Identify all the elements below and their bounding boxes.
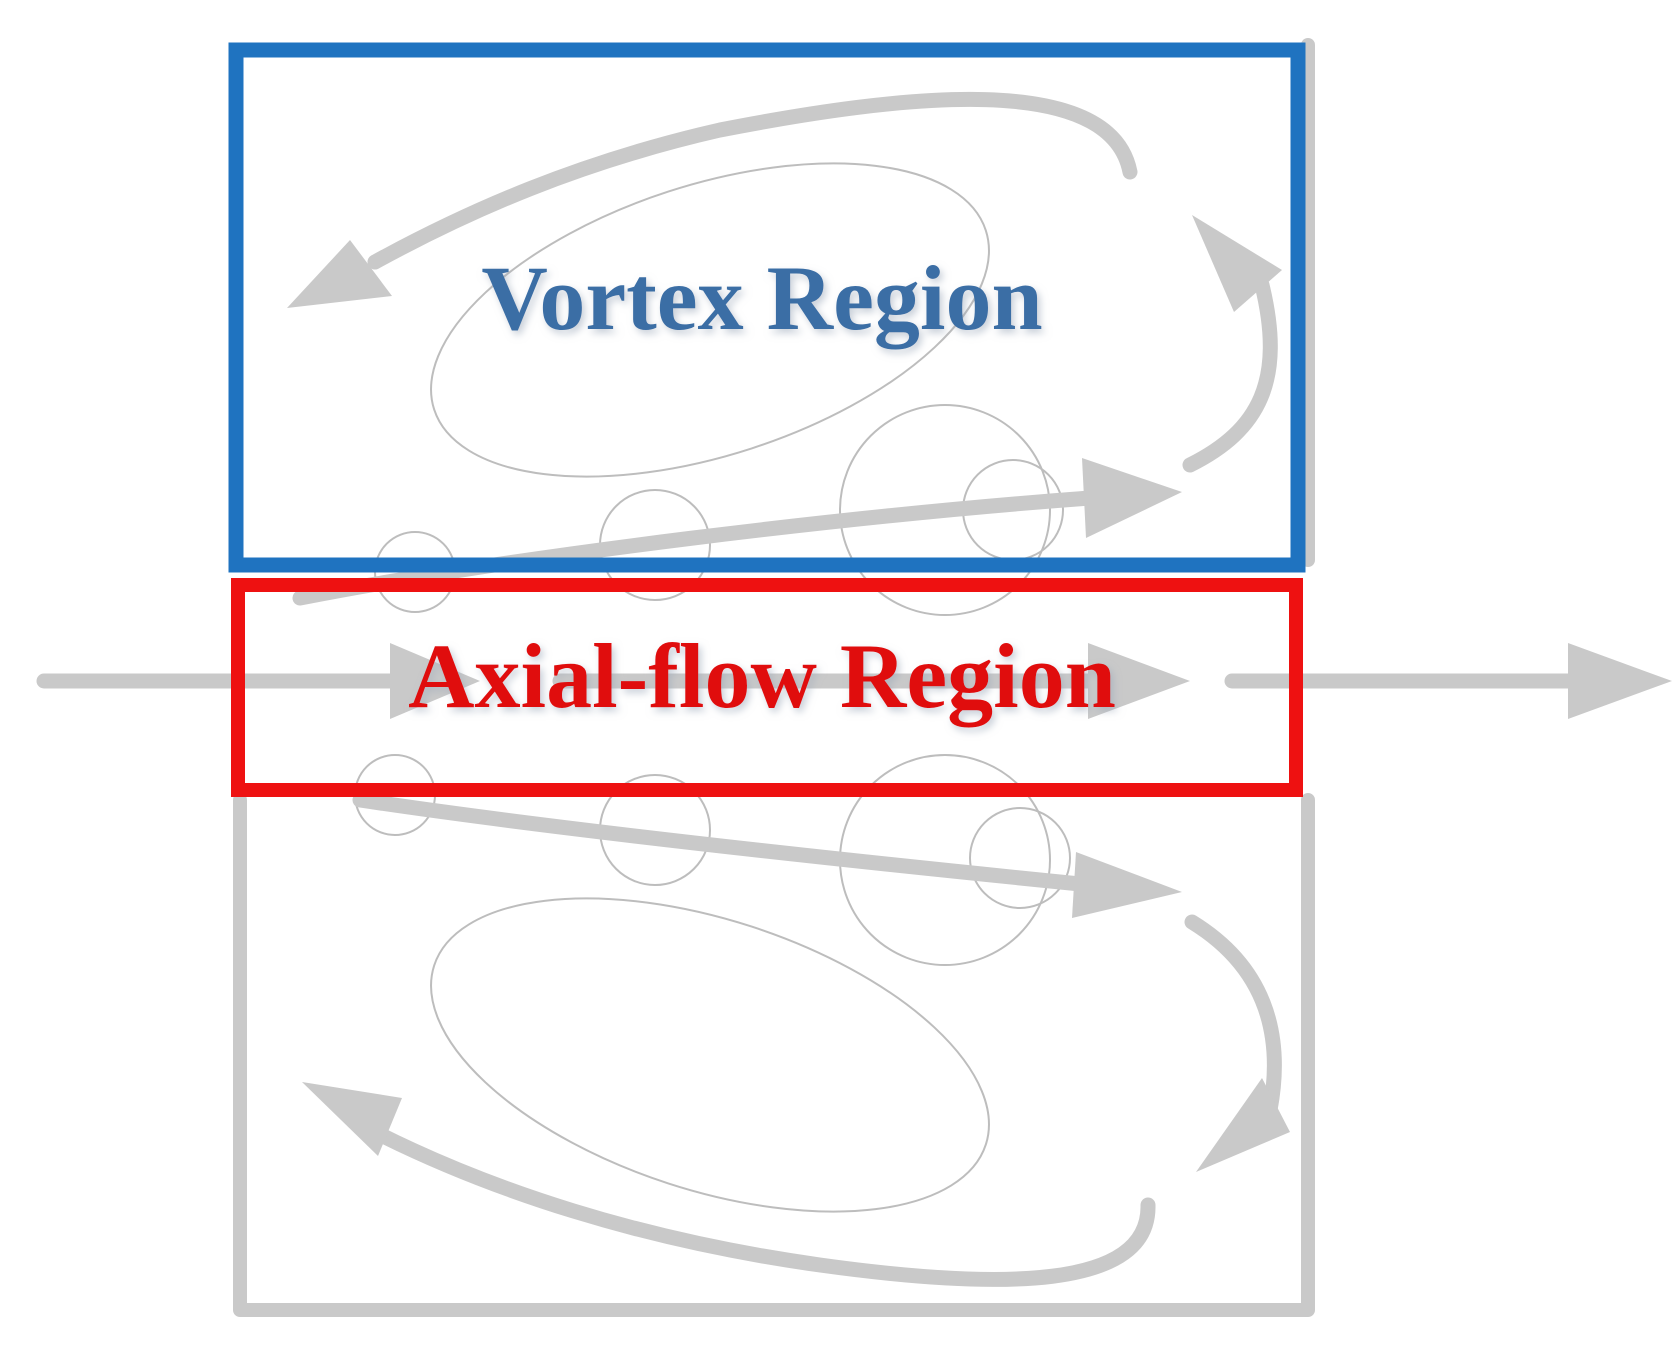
flow-arrowheads [287,215,1672,1172]
upper-large-eddy [430,162,990,478]
lower-vortex-right-path [1184,914,1282,1118]
upper-left-arrowhead-icon [287,240,392,308]
upper-small-eddy-3 [839,404,1051,616]
lower-recirculation-path [352,792,1098,893]
vortex-region-label: Vortex Region [481,247,1042,349]
chamber-wall-bottom [233,793,1315,1317]
lower-small-eddy-4 [969,807,1071,909]
lower-large-eddy [430,897,990,1213]
upper-right-up-arrowhead-icon [1192,215,1282,312]
axial-outlet-arrowhead-icon [1568,643,1672,719]
axial-flow-region-label: Axial-flow Region [408,625,1116,727]
lower-right-down-arrowhead-icon [1196,1078,1290,1172]
lower-vortex-bottom-path [367,1124,1156,1287]
vortex-region-box [228,42,1306,573]
lower-left-arrowhead-icon [302,1082,402,1156]
lower-recirculation-arrowhead-icon [1072,852,1182,918]
axial-core-arrowhead-icon [1088,643,1190,719]
upper-recirculation-arrowhead-icon [1082,458,1182,538]
axial-inlet-arrowhead-icon [390,643,480,719]
upper-vortex-right-path [1182,277,1278,473]
upper-vortex-top-path [367,91,1138,270]
chamber-walls [233,38,1315,1317]
axial-flow-region-box [231,578,1303,797]
